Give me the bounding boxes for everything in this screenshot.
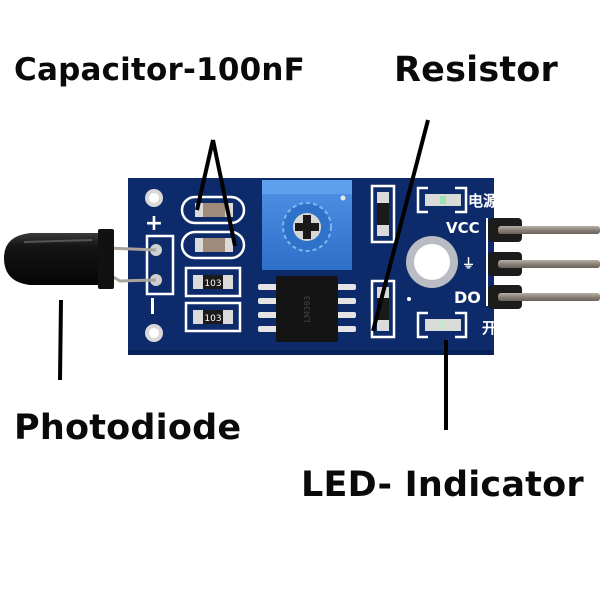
potentiometer xyxy=(262,180,352,270)
do-marking: DO xyxy=(454,288,481,307)
plus-marking: + xyxy=(145,211,163,236)
capacitor-label: Capacitor-100nF xyxy=(14,52,306,88)
photodiode-leader xyxy=(58,299,63,381)
capacitor-c2 xyxy=(180,230,246,260)
minus-marking xyxy=(151,298,154,314)
switch-marking: 开关 xyxy=(482,319,512,337)
power-led xyxy=(416,186,468,214)
power-marking: 电源 xyxy=(468,192,498,210)
mounting-hole-large xyxy=(406,236,458,288)
resistor-r2: 103 xyxy=(184,301,242,333)
pin-header xyxy=(488,218,600,309)
vcc-marking: VCC xyxy=(446,219,480,237)
capacitor-leader-1 xyxy=(195,139,215,211)
led-indicator-label: LED- Indicator xyxy=(301,465,584,505)
resistor-label: Resistor xyxy=(394,50,558,90)
resistor-r1: 103 xyxy=(184,266,242,298)
comparator-ic: LM393 xyxy=(258,276,356,342)
capacitor-leader-2 xyxy=(211,139,237,247)
svg-text:103: 103 xyxy=(204,279,221,289)
leader-lines xyxy=(58,119,448,430)
mounting-hole-bottom xyxy=(145,324,163,342)
gnd-marking: ⏚ xyxy=(462,257,475,272)
svg-text:LM393: LM393 xyxy=(303,296,312,323)
diode-pad-outline xyxy=(145,234,175,296)
switch-led xyxy=(416,311,468,339)
photodiode-label: Photodiode xyxy=(14,408,242,448)
svg-text:103: 103 xyxy=(204,314,221,324)
resistor-leader xyxy=(371,119,430,332)
resistor-r3 xyxy=(370,184,396,244)
photodiode-component xyxy=(4,229,114,289)
mounting-hole-top xyxy=(145,189,163,207)
